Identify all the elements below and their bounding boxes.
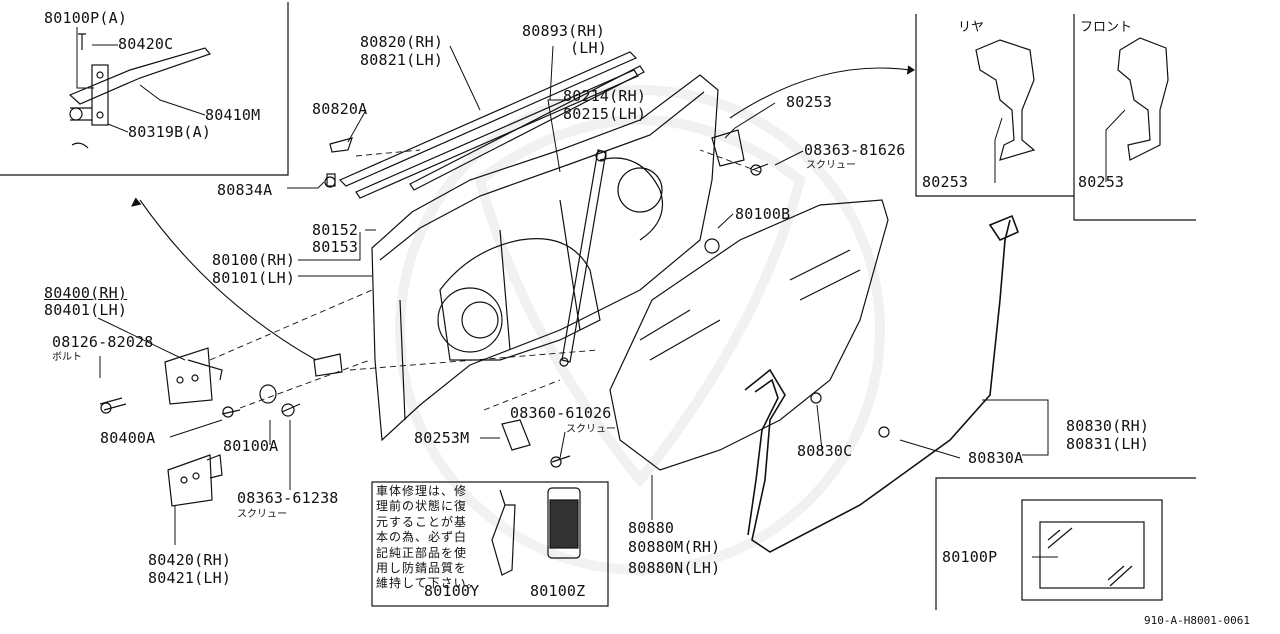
note-line: 元することが基 [376, 514, 468, 529]
part-caption: スクリュー [806, 160, 856, 171]
part-label: 80421(LH) [148, 569, 232, 587]
front-caption: フロント [1080, 20, 1133, 35]
note-line: 本の為、必ず白 [376, 530, 468, 545]
part-label: 80830C [797, 442, 853, 460]
part-label: 80400A [100, 429, 156, 447]
part-label: 80152 [312, 221, 359, 239]
part-label: 80880M(RH) [628, 538, 721, 556]
part-label: 80153 [312, 238, 359, 256]
part-caption: スクリュー [237, 509, 287, 520]
bracket-detail-boxes [915, 14, 1196, 221]
hinge-detail-inset [0, 2, 289, 176]
brackets [501, 129, 745, 451]
fasteners [99, 163, 890, 468]
part-label: 08363-81626 [804, 141, 906, 159]
sealant-note-box [371, 481, 609, 607]
part-label: 80100P [942, 548, 998, 566]
rear-caption: リヤ [958, 20, 985, 35]
part-label: 80420(RH) [148, 551, 232, 569]
door-weatherstrip [744, 214, 1020, 553]
part-label: 80214(RH) [563, 87, 647, 105]
part-label: 80215(LH) [563, 105, 647, 123]
part-label: 80100Y [424, 582, 480, 600]
part-label: 80253 [922, 173, 969, 191]
part-label: 08126-82028 [52, 333, 154, 351]
part-label: 80100Z [530, 582, 586, 600]
part-label: 80830A [968, 449, 1024, 467]
note-line: 用し防錆品質を [376, 561, 468, 576]
part-label: 08363-61238 [237, 489, 339, 507]
window-channel [559, 149, 607, 367]
repair-note: 車体修理は、修 理前の状態に復 元することが基 本の為、必ず白 記純正部品を使 … [376, 484, 480, 592]
weatherstrips [326, 51, 645, 199]
part-label: 80400(RH) [44, 284, 128, 302]
part-label: 80821(LH) [360, 51, 444, 69]
part-label: 80253M [414, 429, 470, 447]
note-line: 記純正部品を使 [376, 545, 468, 560]
part-label: 80410M [205, 106, 261, 124]
part-label: 80893(RH) [522, 22, 606, 40]
note-line: 維持して下さい。 [376, 576, 480, 591]
part-label: 80100(RH) [212, 251, 296, 269]
part-label: 08360-61026 [510, 404, 612, 422]
part-label: 80880 [628, 519, 675, 537]
part-caption: スクリュー [566, 424, 616, 435]
part-label: 80253 [786, 93, 833, 111]
part-label: 80401(LH) [44, 301, 128, 319]
guide-lines [209, 149, 761, 411]
part-label: 80101(LH) [212, 269, 296, 287]
part-label: 80420C [118, 35, 174, 53]
glass-inset-box [935, 477, 1196, 610]
door-glass [609, 199, 889, 471]
part-label: 80100P(A) [44, 9, 128, 27]
part-caption: ボルト [52, 352, 82, 363]
figure-id: 910-A-H8001-0061 [1144, 614, 1250, 627]
door-inner-panel [371, 74, 719, 442]
part-label: 80100B [735, 205, 791, 223]
part-label: 80830(RH) [1066, 417, 1150, 435]
part-label: 80253 [1078, 173, 1125, 191]
part-label: 80820A [312, 100, 368, 118]
door-hinges [164, 347, 223, 507]
part-label: 80834A [217, 181, 273, 199]
note-line: 理前の状態に復 [376, 499, 468, 514]
part-label: 80319B(A) [128, 123, 212, 141]
part-label: (LH) [570, 39, 607, 57]
leader-lines [76, 27, 1126, 558]
part-label: 80820(RH) [360, 33, 444, 51]
note-line: 車体修理は、修 [376, 484, 468, 498]
part-label: 80100A [223, 437, 279, 455]
connector-arrows [130, 65, 916, 361]
part-label: 80880N(LH) [628, 559, 721, 577]
watermark-logo [395, 85, 885, 575]
part-label: 80831(LH) [1066, 435, 1150, 453]
